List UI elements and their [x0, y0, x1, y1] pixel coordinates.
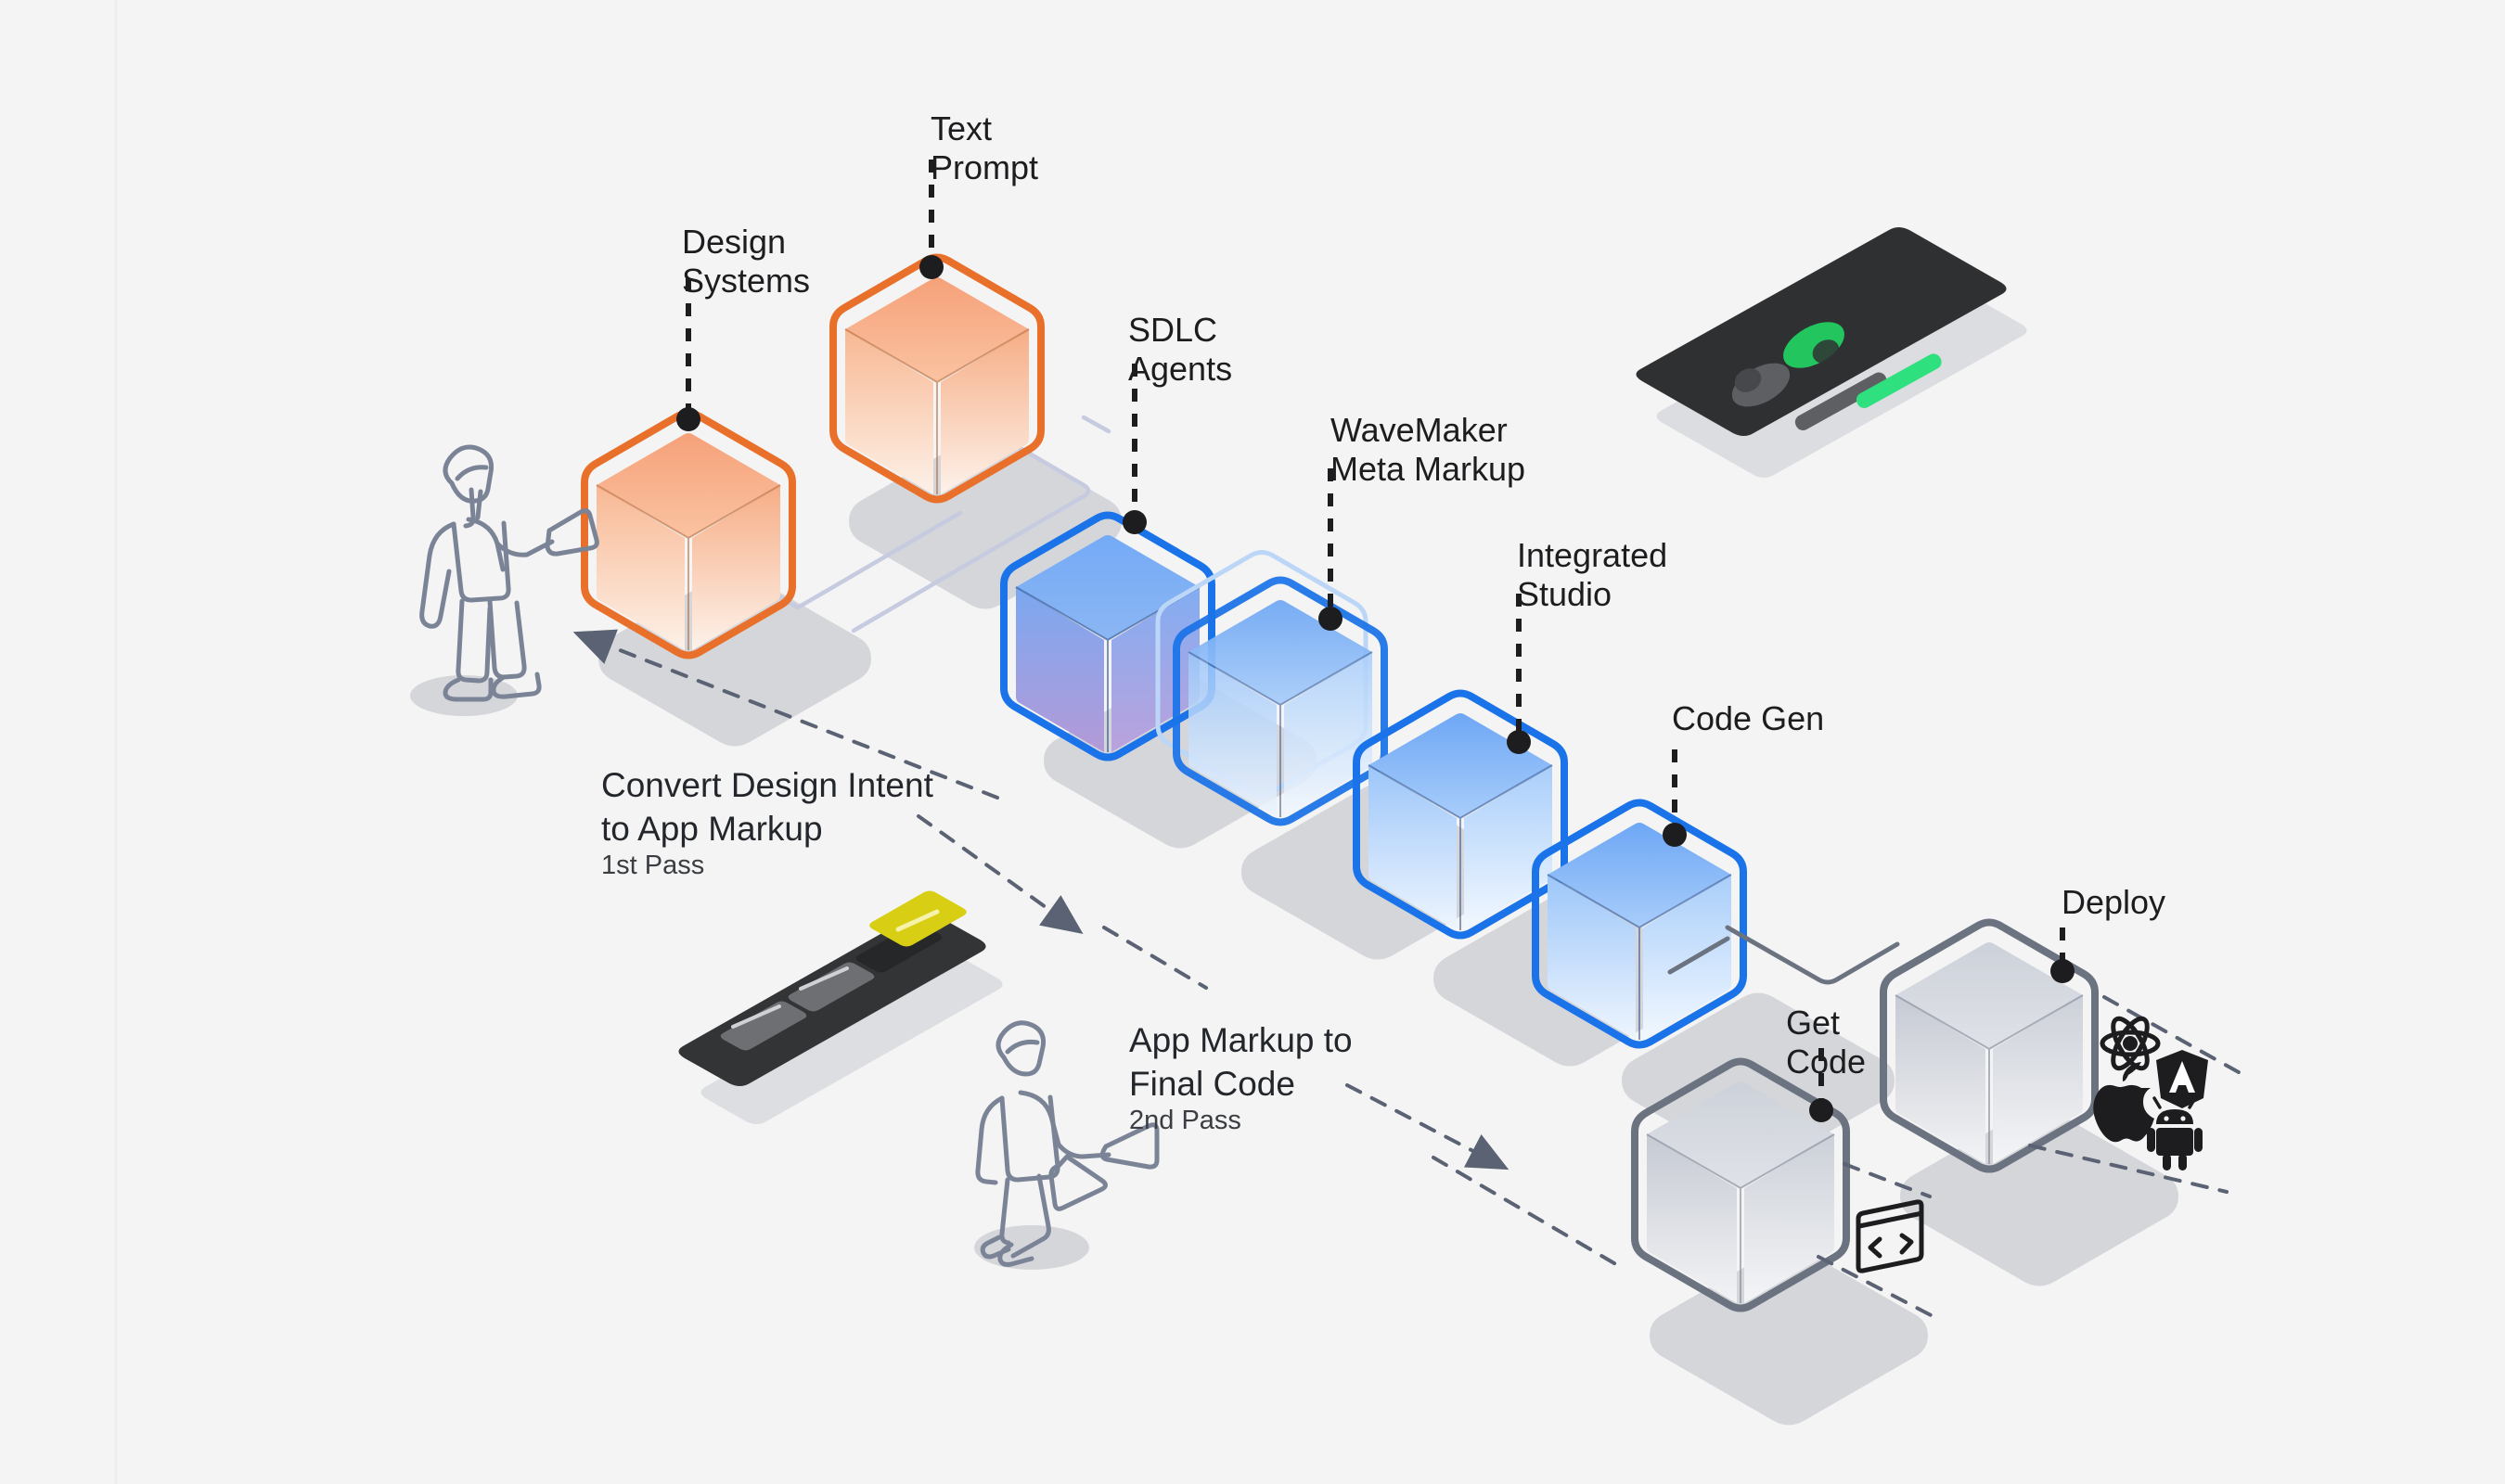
- node-label-deploy: Deploy: [2062, 883, 2166, 921]
- cube-integrated-studio[interactable]: [1353, 689, 1568, 940]
- code-window-icon: [1856, 1199, 1924, 1273]
- node-label-text-prompt: Text Prompt: [931, 109, 1039, 187]
- label-leaders: [676, 160, 2075, 1122]
- annotation-subtitle-pass-2: 2nd Pass: [1129, 1106, 1241, 1135]
- angular-icon: [2156, 1050, 2208, 1108]
- cube-design-systems[interactable]: [581, 409, 796, 659]
- annotation-title-pass-2: App Markup to Final Code: [1129, 1021, 1353, 1104]
- node-label-meta-markup: WaveMaker Meta Markup: [1330, 411, 1526, 489]
- annotation-subtitle-pass-1: 1st Pass: [601, 851, 705, 880]
- cube-deploy[interactable]: [1880, 918, 2099, 1173]
- device-toolbar: [678, 890, 1003, 1124]
- cube-get-code[interactable]: [1631, 1057, 1850, 1312]
- figure-developer: [975, 1020, 1160, 1267]
- node-label-design-systems: Design Systems: [682, 223, 811, 301]
- node-label-code-gen: Code Gen: [1672, 699, 1825, 737]
- apple-icon: [2093, 1062, 2154, 1143]
- connector-output: [1667, 925, 1900, 985]
- react-icon: [2100, 1016, 2161, 1071]
- node-label-integrated-studio: Integrated Studio: [1517, 536, 1668, 614]
- tech-icon-group: [1856, 1016, 2208, 1273]
- cube-code-gen[interactable]: [1532, 799, 1747, 1049]
- cube-text-prompt[interactable]: [829, 253, 1045, 504]
- node-label-sdlc-agents: SDLC Agents: [1128, 311, 1233, 389]
- annotation-title-pass-1: Convert Design Intent to App Markup: [601, 766, 933, 849]
- annotation-arrows: [572, 629, 2247, 1319]
- node-label-get-code: Get Code: [1786, 1004, 1867, 1081]
- android-icon: [2147, 1096, 2203, 1171]
- device-toggle-card: [1636, 227, 2027, 478]
- figure-designer: [419, 444, 599, 702]
